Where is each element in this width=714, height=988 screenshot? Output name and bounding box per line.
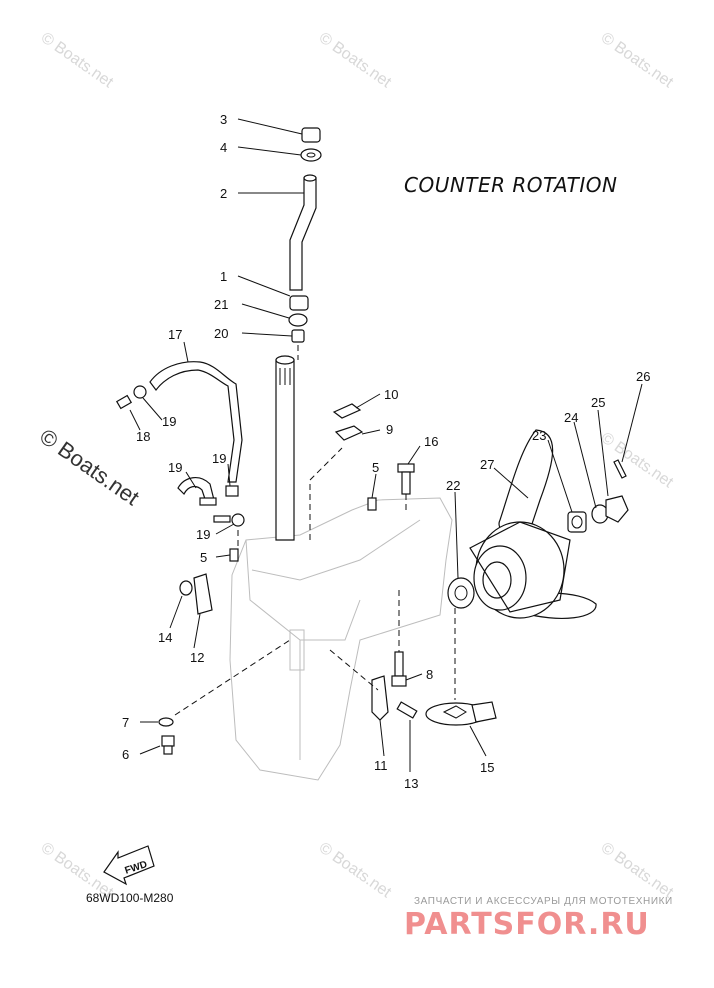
diagram-code: 68WD100-M280	[86, 891, 174, 905]
driveshaft	[275, 345, 299, 541]
callout-20: 20	[214, 326, 228, 341]
watermark-layer: © Boats.net © Boats.net © Boats.net © Bo…	[38, 29, 677, 901]
callout-24: 24	[564, 410, 578, 425]
callout-18: 18	[136, 429, 150, 444]
callout-19: 19	[162, 414, 176, 429]
callout-2: 2	[220, 186, 227, 201]
promo-tagline: ЗАПЧАСТИ И АКСЕССУАРЫ ДЛЯ МОТОТЕХНИКИ	[414, 896, 673, 907]
callout-19: 19	[168, 460, 182, 475]
copyright-watermark: © Boats.net	[35, 424, 144, 511]
callout-15: 15	[480, 760, 494, 775]
callout-9: 9	[386, 422, 393, 437]
callout-17: 17	[168, 327, 182, 342]
callout-1: 1	[220, 269, 227, 284]
grommets-lower	[288, 295, 309, 343]
trim-tab	[371, 675, 418, 721]
promo-banner: ЗАПЧАСТИ И АКСЕССУАРЫ ДЛЯ МОТОТЕХНИКИ PA…	[404, 896, 673, 942]
watermark: © Boats.net	[598, 29, 677, 91]
bolt-8	[391, 590, 407, 687]
watermark: © Boats.net	[316, 29, 395, 91]
callout-13: 13	[404, 776, 418, 791]
callout-6: 6	[122, 747, 129, 762]
callout-19: 19	[196, 527, 210, 542]
pin-lower	[229, 548, 239, 562]
gear-case	[229, 497, 453, 781]
watermark: © Boats.net	[598, 429, 677, 491]
watermark: © Boats.net	[598, 839, 677, 901]
callout-3: 3	[220, 112, 227, 127]
callout-16: 16	[424, 434, 438, 449]
fwd-arrow-icon: FWD	[103, 845, 155, 886]
anode	[425, 701, 497, 726]
propeller	[469, 429, 597, 619]
diagram-title: COUNTER ROTATION	[404, 173, 617, 197]
prop-hardware	[447, 459, 629, 609]
callout-21: 21	[214, 297, 228, 312]
callout-27: 27	[480, 457, 494, 472]
assembly-lines	[174, 447, 456, 716]
bolt-6	[161, 735, 175, 755]
grommets-top	[300, 127, 322, 162]
bolt-16	[397, 463, 415, 512]
watermark: © Boats.net	[316, 839, 395, 901]
water-tube	[289, 174, 317, 291]
washer-7	[158, 717, 174, 727]
callout-22: 22	[446, 478, 460, 493]
shims	[332, 403, 364, 441]
callout-26: 26	[636, 369, 650, 384]
hose	[149, 361, 243, 483]
callout-23: 23	[532, 428, 546, 443]
callout-11: 11	[374, 758, 388, 773]
callout-19: 19	[212, 451, 226, 466]
callout-12: 12	[190, 650, 204, 665]
callout-14: 14	[158, 630, 172, 645]
leader-lines	[129, 118, 643, 772]
callout-8: 8	[426, 667, 433, 682]
callout-labels: 3 4 2 1 21 20 17 19 18 19 19 19 10 9 16 …	[122, 112, 650, 791]
hose-clips	[115, 385, 245, 527]
callout-5: 5	[372, 460, 379, 475]
watermark: © Boats.net	[38, 29, 117, 91]
callout-25: 25	[591, 395, 605, 410]
callout-4: 4	[220, 140, 227, 155]
callout-5: 5	[200, 550, 207, 565]
callout-10: 10	[384, 387, 398, 402]
cover-12-14	[179, 573, 213, 615]
pin-upper	[367, 497, 377, 511]
promo-brand-logo: PARTSFOR.RU	[404, 907, 650, 942]
callout-7: 7	[122, 715, 129, 730]
